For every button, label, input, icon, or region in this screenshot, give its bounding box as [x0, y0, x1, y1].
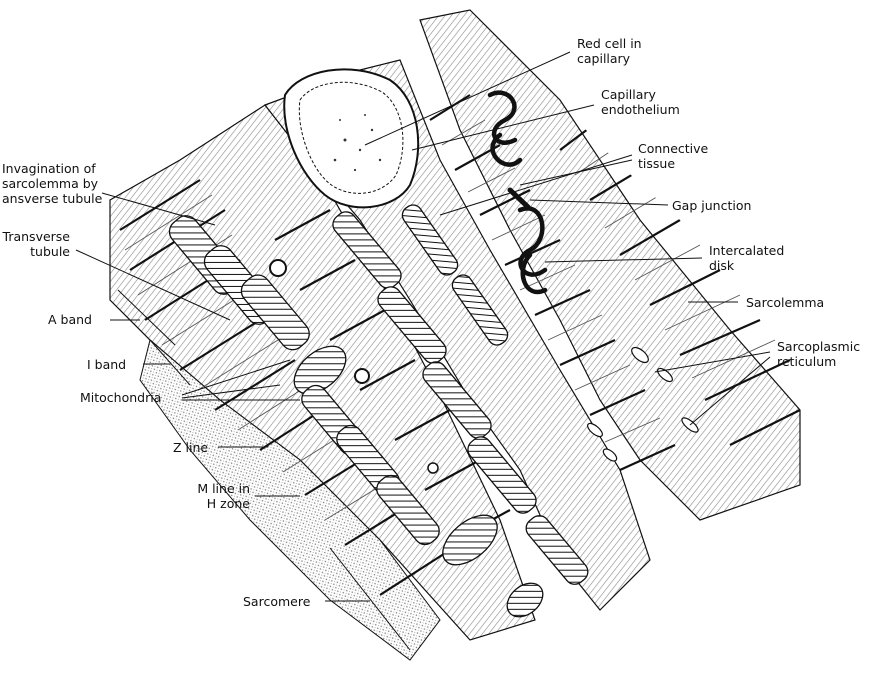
label-intercalated-line-2: disk: [709, 258, 735, 273]
label-invagination-line-2: sarcolemma by: [2, 176, 99, 191]
tubule-circle-2: [354, 368, 370, 384]
label-tubule-line-2: tubule: [30, 244, 70, 259]
label-a-band: A band: [48, 312, 92, 327]
label-invagination: Invagination of sarcolemma by ansverse t…: [2, 161, 102, 206]
label-invagination-line-3: ansverse tubule: [2, 191, 103, 206]
label-mitochondria: Mitochondria: [80, 390, 162, 405]
label-i-band: I band: [87, 357, 127, 372]
label-invagination-line-1: Invagination of: [2, 161, 96, 176]
label-tubule-line-1: Transverse: [2, 229, 70, 244]
tubule-circle-3: [427, 462, 439, 474]
gap-junction: [507, 187, 531, 210]
label-m-line-line-2: H zone: [206, 496, 250, 511]
label-red-cell: Red cell in capillary: [577, 36, 642, 66]
label-m-line-line-1: M line in: [197, 481, 250, 496]
leader-lines: [75, 51, 771, 602]
label-sr-line-2: reticulum: [777, 354, 837, 369]
label-m-line: M line in H zone: [180, 481, 250, 511]
label-intercalated-disk: Intercalated disk: [709, 243, 784, 273]
label-z-line: Z line: [173, 440, 209, 455]
label-capillary-endothelium: Capillary endothelium: [601, 87, 680, 117]
band-brackets: [117, 289, 411, 651]
intercalated-disks: [487, 90, 548, 295]
label-sr-line-1: Sarcoplasmic: [777, 339, 861, 354]
label-connective-line-2: tissue: [638, 156, 676, 171]
transverse-tubule-circle: [269, 259, 287, 277]
label-red-cell-line-2: capillary: [577, 51, 631, 66]
capillary: [283, 68, 420, 209]
label-gap-junction: Gap junction: [672, 198, 752, 213]
label-intercalated-line-1: Intercalated: [709, 243, 785, 258]
label-transverse-tubule: Transverse tubule: [2, 229, 70, 259]
label-sarcomere: Sarcomere: [243, 594, 311, 609]
label-connective-line-1: Connective: [638, 141, 709, 156]
muscle-fiber-lower: [139, 339, 441, 661]
sarcoplasmic-reticulum: [587, 346, 699, 462]
muscle-fiber-right: [419, 9, 801, 521]
label-sarcolemma: Sarcolemma: [746, 295, 825, 310]
label-sarcoplasmic-reticulum: Sarcoplasmic reticulum: [777, 339, 860, 369]
mitochondria-rows: [168, 204, 589, 618]
label-red-cell-line-1: Red cell in: [577, 36, 642, 51]
label-endothelium-line-2: endothelium: [601, 102, 680, 117]
label-endothelium-line-1: Capillary: [601, 87, 656, 102]
label-connective-tissue: Connective tissue: [638, 141, 708, 171]
